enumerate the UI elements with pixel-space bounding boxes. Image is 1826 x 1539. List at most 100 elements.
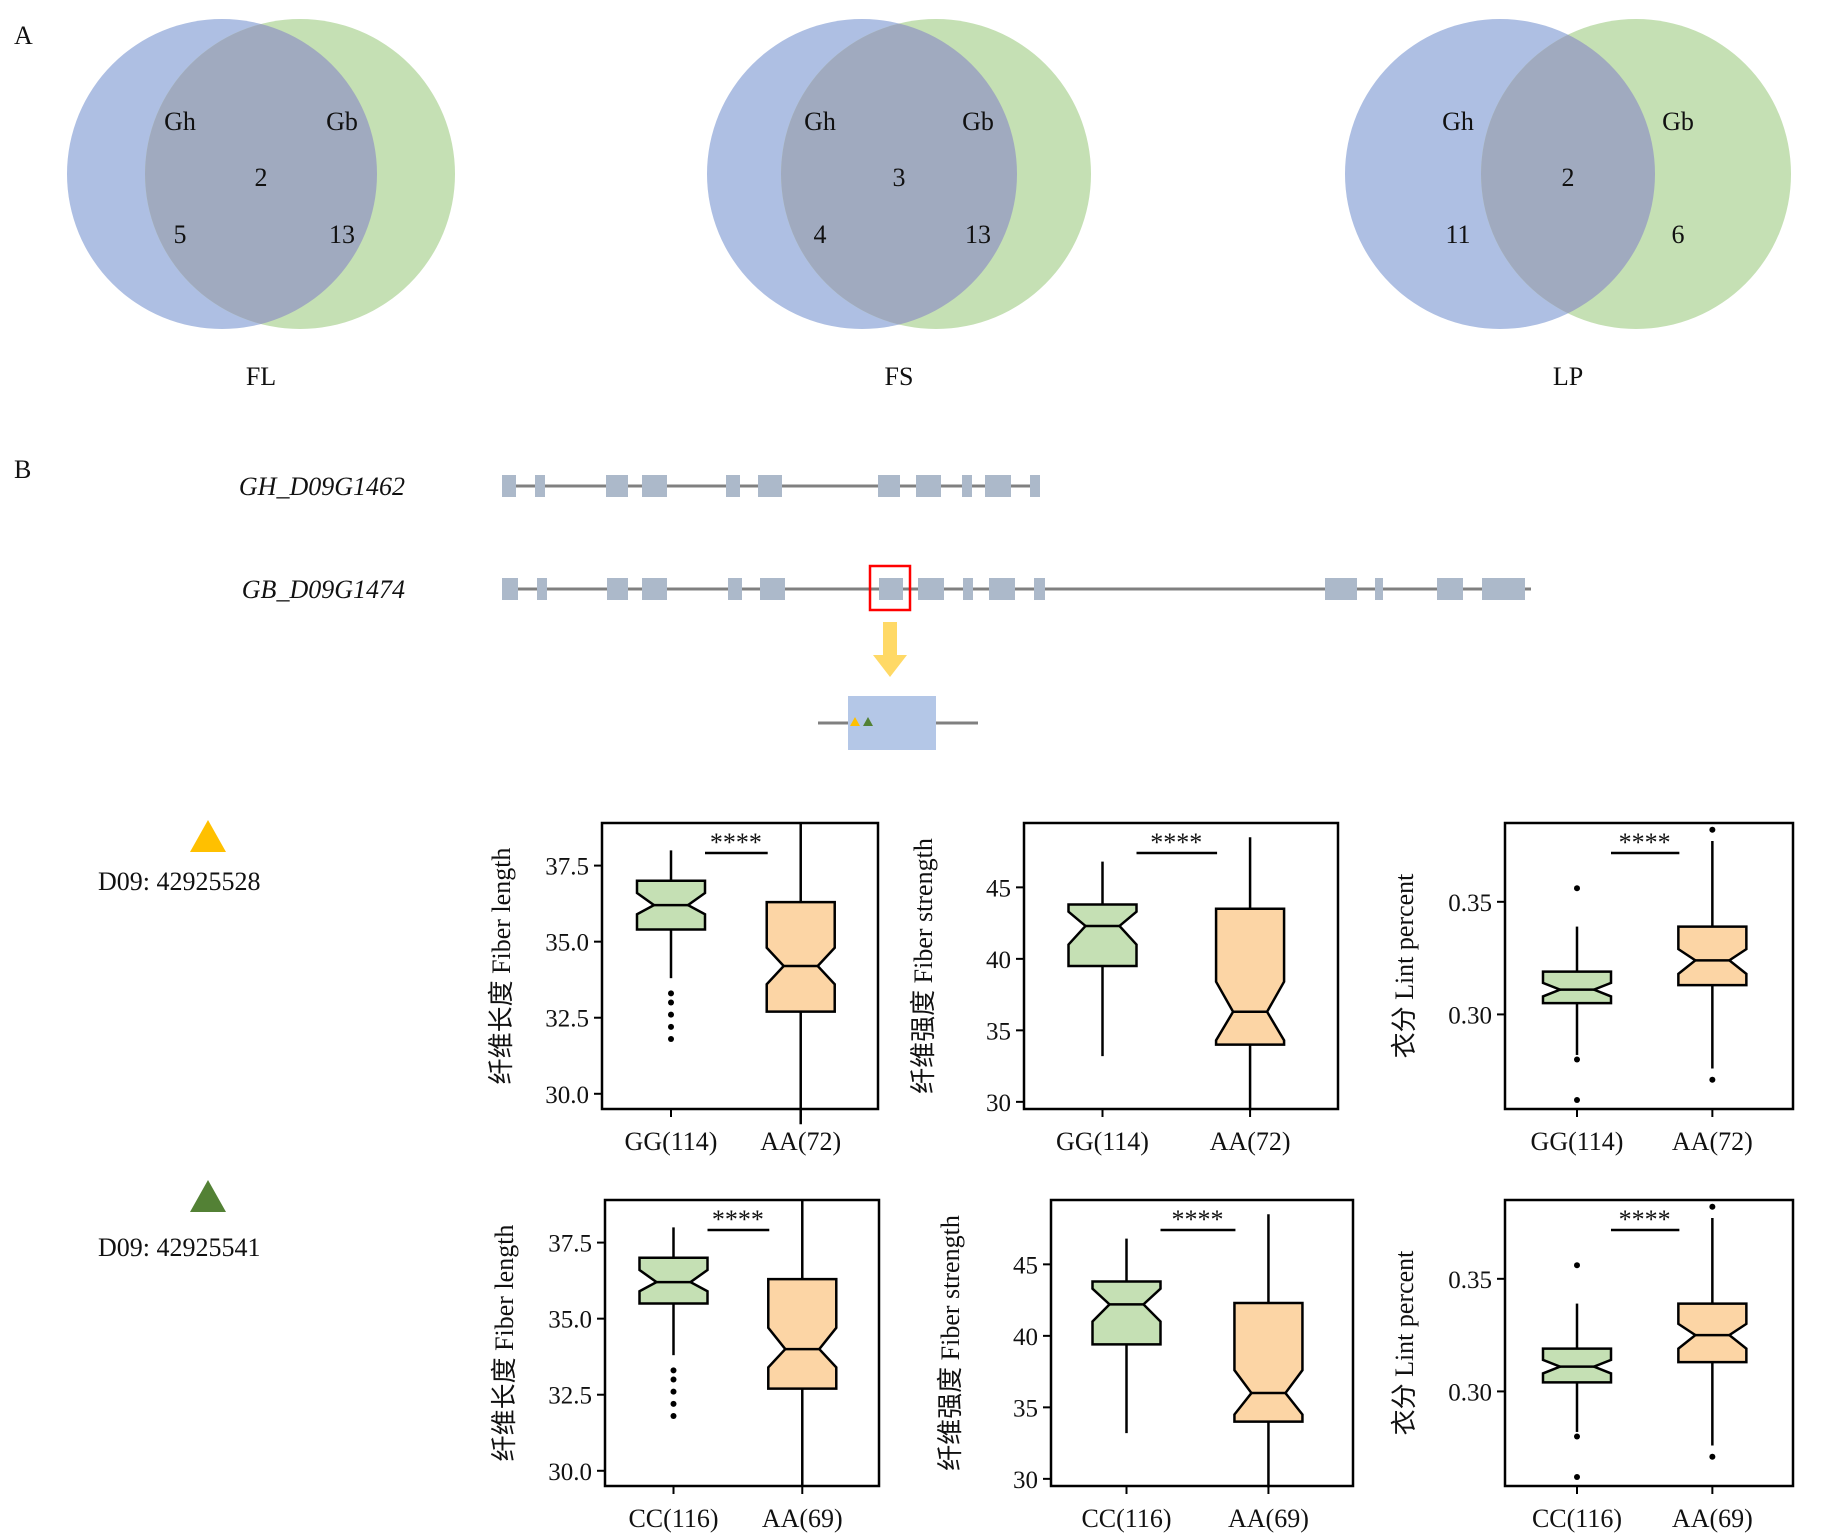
outlier-point xyxy=(1574,1096,1580,1103)
significance-label: **** xyxy=(1171,1205,1223,1234)
y-tick-label: 35.0 xyxy=(545,930,589,957)
box-GG(114) xyxy=(1541,885,1613,1103)
gene-exon xyxy=(606,475,628,497)
venn-right-label: Gb xyxy=(326,107,358,136)
venn-left-label: Gh xyxy=(164,107,196,136)
notched-box xyxy=(1677,925,1748,987)
panel-a-letter: A xyxy=(14,21,33,50)
outlier-point xyxy=(670,1413,677,1420)
y-axis-label: 衣分 Lint percent xyxy=(1390,1250,1419,1436)
gene-exon xyxy=(1375,578,1383,600)
x-category-label: CC(116) xyxy=(628,1504,718,1533)
outlier-point xyxy=(670,1388,677,1395)
notched-box xyxy=(1233,1301,1304,1423)
notched-box xyxy=(638,1256,709,1305)
venn-right-count: 13 xyxy=(965,220,991,249)
y-tick-label: 32.5 xyxy=(548,1383,592,1410)
significance-label: **** xyxy=(1150,828,1202,857)
venn-left-count: 4 xyxy=(814,220,827,249)
box-AA(72) xyxy=(1214,837,1286,1111)
snp-marker-1-triangle-icon xyxy=(190,820,226,852)
snp-marker-2-triangle-icon xyxy=(190,1180,226,1212)
gene-exon xyxy=(726,475,740,497)
gene-exon xyxy=(962,475,972,497)
notched-box xyxy=(1677,1302,1748,1364)
y-tick-label: 40 xyxy=(1013,1324,1038,1351)
gene-exon xyxy=(502,475,516,497)
gene-exon xyxy=(760,578,785,600)
y-tick-label: 37.5 xyxy=(548,1231,592,1258)
gene-exon xyxy=(1325,578,1357,600)
plot-frame xyxy=(600,821,880,1111)
box-AA(69) xyxy=(1677,1203,1748,1460)
y-tick-label: 0.30 xyxy=(1448,1379,1492,1406)
x-category-label: AA(72) xyxy=(1210,1127,1291,1156)
x-category-label: GG(114) xyxy=(1531,1127,1624,1156)
gene-exon xyxy=(537,578,547,600)
panel-b-letter: B xyxy=(14,455,31,484)
x-category-label: AA(69) xyxy=(762,1504,843,1533)
gene-models xyxy=(502,475,1531,750)
y-tick-label: 30 xyxy=(1013,1467,1038,1494)
gene-exon xyxy=(758,475,782,497)
y-axis-label: 纤维长度 Fiber length xyxy=(487,848,516,1085)
outlier-point xyxy=(670,1376,677,1383)
venn-left-label: Gh xyxy=(1442,107,1474,136)
venn-right-count: 13 xyxy=(329,220,355,249)
x-category-label: GG(114) xyxy=(625,1127,718,1156)
gene-exon xyxy=(963,578,973,600)
notched-box xyxy=(1541,970,1613,1005)
outlier-point xyxy=(1709,1203,1716,1210)
outlier-point xyxy=(1574,1056,1580,1063)
gene-exon xyxy=(1482,578,1525,600)
outlier-point xyxy=(1574,885,1580,892)
gene-model-1 xyxy=(502,475,1040,497)
y-tick-label: 30.0 xyxy=(545,1082,589,1109)
x-category-label: GG(114) xyxy=(1056,1127,1149,1156)
outlier-point xyxy=(1574,1473,1580,1480)
outlier-point xyxy=(1709,1453,1716,1460)
box-GG(114) xyxy=(1067,861,1138,1057)
zoom-exon xyxy=(848,696,936,750)
outlier-point xyxy=(668,1023,674,1030)
significance-label: **** xyxy=(712,1205,764,1234)
y-tick-label: 0.35 xyxy=(1448,1267,1492,1294)
notched-box xyxy=(767,1277,838,1390)
snp-label-2: D09: 42925541 xyxy=(98,1233,261,1262)
gene-exon xyxy=(1034,578,1045,600)
venn-overlap-region xyxy=(1481,19,1655,329)
gene-exon xyxy=(642,475,667,497)
venn-left-label: Gh xyxy=(804,107,836,136)
zoom-arrow-icon xyxy=(873,622,907,677)
y-tick-label: 35 xyxy=(986,1018,1011,1045)
y-tick-label: 35 xyxy=(1013,1395,1038,1422)
significance-label: **** xyxy=(1619,828,1671,857)
box-GG(114) xyxy=(635,850,707,1043)
y-tick-label: 32.5 xyxy=(545,1006,589,1033)
gene-name-gh: GH_D09G1462 xyxy=(239,472,405,501)
y-tick-label: 35.0 xyxy=(548,1307,592,1334)
zoom-snp-2-icon xyxy=(863,717,873,726)
box-CC(116) xyxy=(1541,1262,1613,1480)
outlier-point xyxy=(1574,1433,1580,1440)
x-category-label: AA(69) xyxy=(1228,1504,1309,1533)
gene-exon xyxy=(1437,578,1463,600)
significance-label: **** xyxy=(1619,1205,1671,1234)
box-AA(69) xyxy=(1233,1214,1304,1488)
x-category-label: CC(116) xyxy=(1532,1504,1622,1533)
plot-frame xyxy=(1022,821,1340,1111)
venn-right-label: Gb xyxy=(1662,107,1694,136)
box-CC(116) xyxy=(638,1227,709,1420)
y-tick-label: 0.35 xyxy=(1448,890,1492,917)
box-CC(116) xyxy=(1091,1238,1162,1434)
outlier-point xyxy=(1709,826,1716,833)
venn-left-count: 5 xyxy=(174,220,187,249)
plot-frame xyxy=(1049,1198,1355,1488)
